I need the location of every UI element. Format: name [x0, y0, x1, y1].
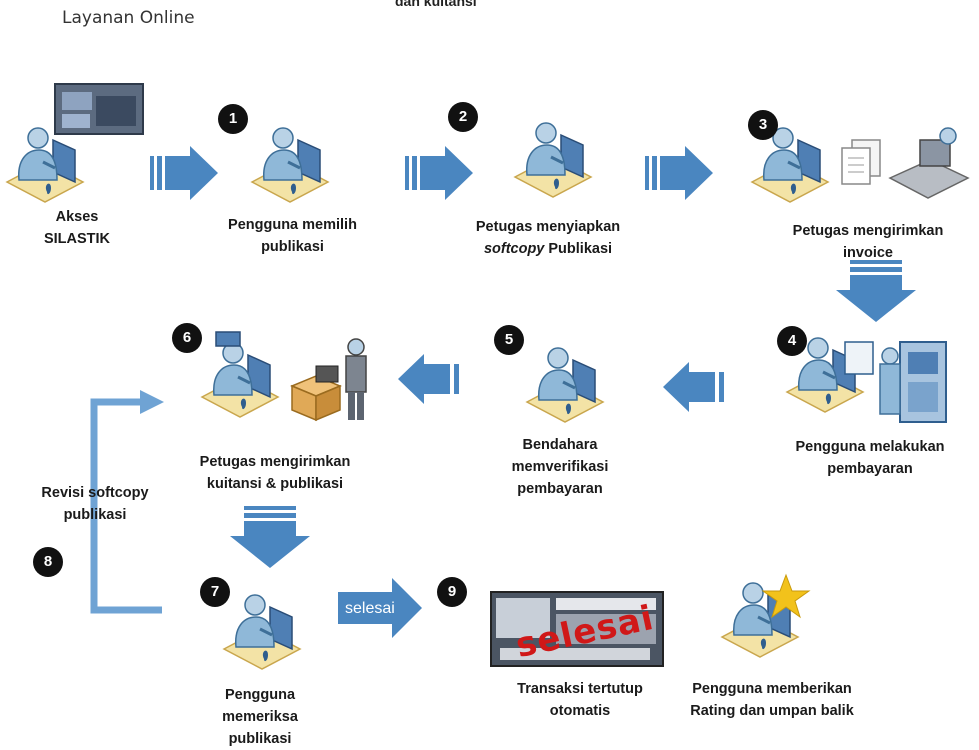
step-label-4: Pengguna melakukan pembayaran: [795, 439, 945, 477]
transaction-closed-screenshot: [490, 591, 664, 667]
step-label-5: Bendahara memverifikasi pembayaran: [511, 437, 609, 497]
flow-arrow-down: [836, 260, 916, 322]
selesai-arrow: [338, 578, 422, 638]
step-number-1: 1: [218, 104, 248, 134]
step-label-8: Revisi softcopy publikasi: [41, 485, 149, 523]
office-desk-icon: [888, 127, 970, 199]
flow-arrow-right: [405, 146, 473, 200]
step-label-1: Pengguna memilih publikasi: [228, 217, 357, 255]
step-label-7: Pengguna memeriksa publikasi: [222, 687, 298, 747]
flow-arrow-right: [150, 146, 218, 200]
flow-arrow-left: [663, 362, 724, 412]
revision-arrowhead: [140, 390, 164, 414]
selesai-arrow-label: selesai: [345, 600, 395, 617]
user-computer-icon: [5, 126, 85, 204]
step-number-9: 9: [437, 577, 467, 607]
step-label-2: Petugas menyiapkan softcopy Publikasi: [475, 219, 621, 257]
document-icon: [841, 139, 881, 185]
cropped-header-text: dan kuitansi: [395, 0, 477, 9]
step-number-6: 6: [172, 323, 202, 353]
step-label-access-silastik: Akses SILASTIK: [43, 209, 111, 247]
user-computer-icon: [222, 593, 302, 671]
officer-computer-icon: [513, 121, 593, 199]
silastik-screenshot-thumbnail: [54, 83, 144, 135]
revision-loop-arrow: [90, 398, 162, 614]
step-label-6: Petugas mengirimkan kuitansi & publikasi: [199, 454, 351, 492]
courier-person-icon: [315, 338, 367, 420]
step-number-3: 3: [748, 110, 778, 140]
step-label-3: Petugas mengirimkan invoice: [792, 223, 944, 261]
flow-arrow-left: [398, 354, 459, 404]
step-label-rating: Pengguna memberikan Rating dan umpan bal…: [690, 681, 854, 719]
flow-arrow-down: [230, 506, 310, 568]
officer-computer-icon: [200, 341, 280, 419]
page-title: Layanan Online: [62, 8, 195, 28]
atm-icon: [844, 341, 947, 423]
user-computer-icon: [250, 126, 330, 204]
package-icon: [215, 331, 342, 422]
treasurer-desk-icon: [525, 346, 605, 424]
step-number-8: 8: [33, 547, 63, 577]
rating-star-icon: [761, 573, 811, 619]
step-label-9: Transaksi tertutup otomatis: [517, 681, 643, 719]
step-number-2: 2: [448, 102, 478, 132]
step-number-5: 5: [494, 325, 524, 355]
step-number-4: 4: [777, 326, 807, 356]
step-number-7: 7: [200, 577, 230, 607]
flow-arrow-right: [645, 146, 713, 200]
